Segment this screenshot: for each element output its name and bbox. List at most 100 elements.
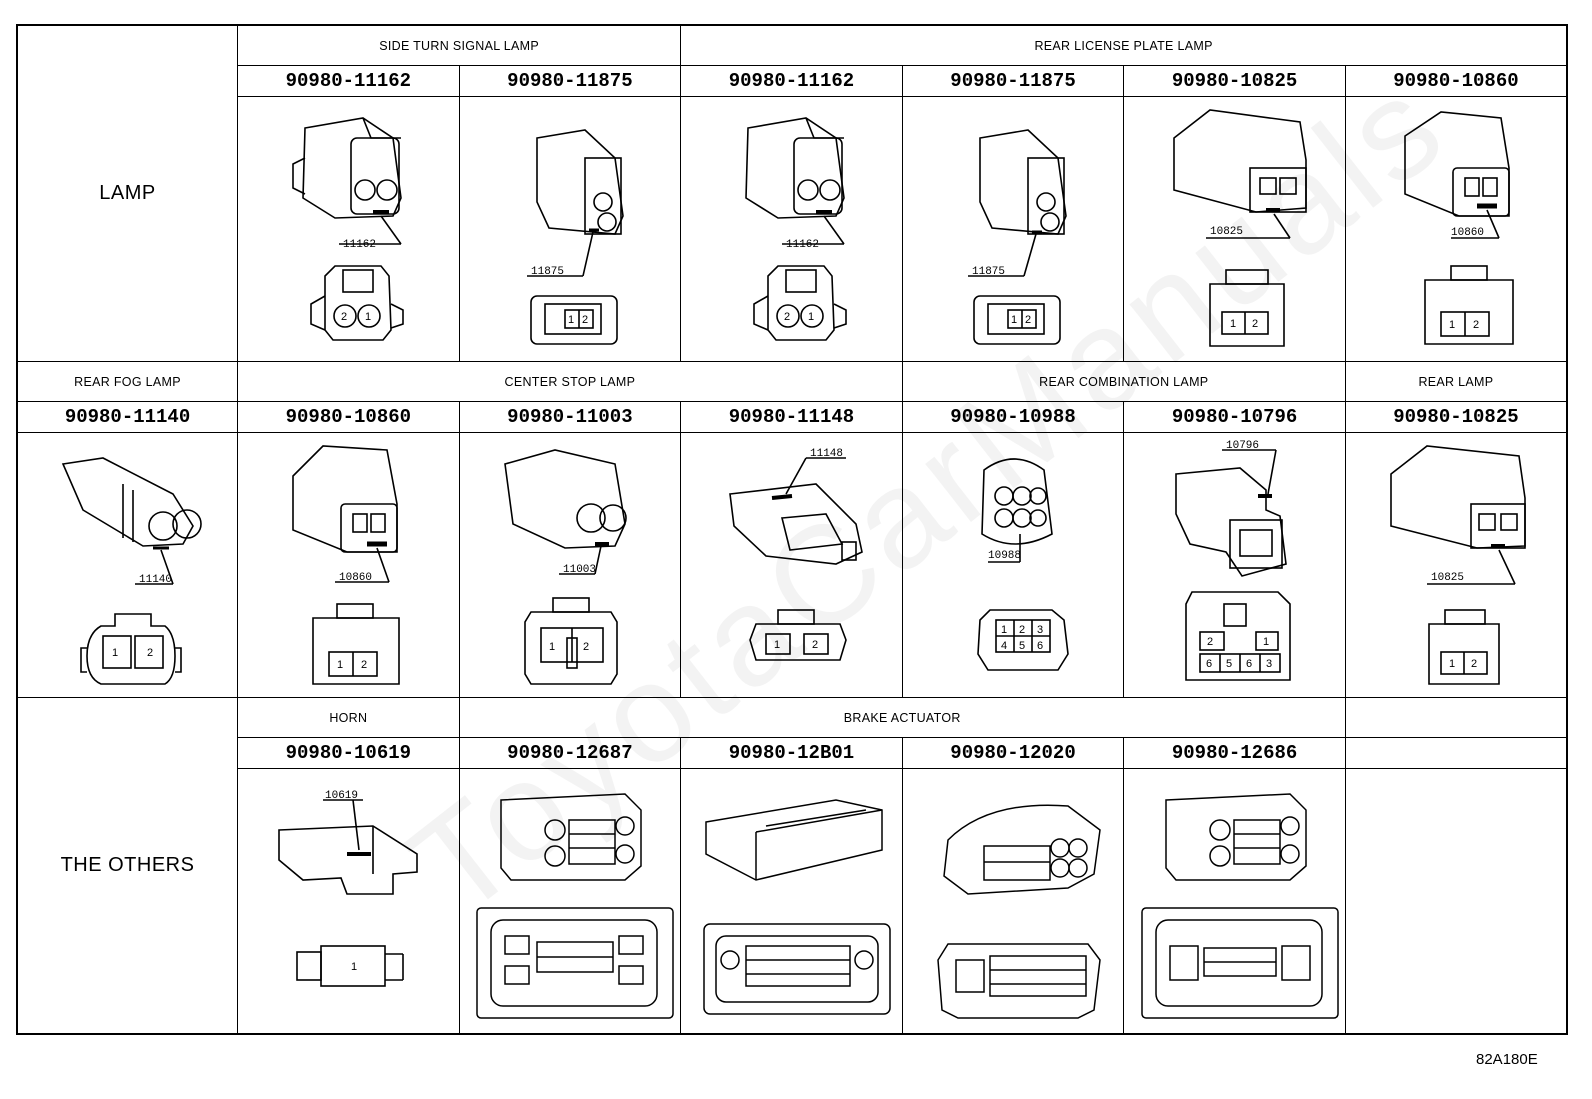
pin-label: 1 xyxy=(1449,658,1455,670)
pin-label: 6 xyxy=(1206,658,1212,670)
pin-label: 1 xyxy=(112,647,118,659)
pin-label: 1 xyxy=(1001,624,1007,636)
connector-drawing-11162: 11162 2 1 xyxy=(292,117,405,341)
pin-label: 2 xyxy=(582,314,588,326)
pin-label: 2 xyxy=(1473,319,1479,331)
connector-cell xyxy=(1123,768,1346,1035)
pin-label: 5 xyxy=(1226,658,1232,670)
connector-drawing-10825: 10825 1 2 xyxy=(1390,445,1526,685)
connector-drawing-12020 xyxy=(937,804,1101,1019)
group-rear-license-plate-lamp: REAR LICENSE PLATE LAMP xyxy=(680,24,1568,66)
callout-label: 10825 xyxy=(1431,572,1464,584)
pin-label: 1 xyxy=(1263,636,1269,648)
connector-sheet: LAMP SIDE TURN SIGNAL LAMP REAR LICENSE … xyxy=(16,24,1568,1035)
part-number: 90980-10619 xyxy=(237,737,460,769)
pin-label: 1 xyxy=(1011,314,1017,326)
connector-cell: 11162 2 1 xyxy=(680,96,903,362)
callout-label: 10796 xyxy=(1226,440,1259,452)
pin-label: 2 xyxy=(583,641,589,653)
connector-drawing-10619: 10619 1 xyxy=(278,790,419,987)
connector-cell: 11140 1 2 xyxy=(16,432,239,698)
pin-label: 2 xyxy=(784,311,790,323)
part-number: 90980-12687 xyxy=(458,737,682,769)
pin-label: 1 xyxy=(365,311,371,323)
empty-cell xyxy=(1344,697,1568,738)
pin-label: 2 xyxy=(812,639,818,651)
part-number: 90980-11003 xyxy=(458,401,682,433)
connector-drawing-11003: 11003 1 2 xyxy=(504,449,627,685)
pin-label: 1 xyxy=(337,659,343,671)
connector-drawing-10860: 10860 1 2 xyxy=(1404,111,1514,345)
part-number: 90980-11148 xyxy=(680,401,903,433)
pin-label: 6 xyxy=(1246,658,1252,670)
connector-cell: 11875 1 2 xyxy=(901,96,1125,362)
group-rear-fog-lamp: REAR FOG LAMP xyxy=(16,361,239,402)
callout-label: 10988 xyxy=(988,550,1021,562)
part-number: 90980-11875 xyxy=(901,65,1125,97)
callout-label: 10860 xyxy=(339,572,372,584)
group-brake-actuator: BRAKE ACTUATOR xyxy=(458,697,1346,738)
part-number: 90980-10796 xyxy=(1123,401,1346,433)
pin-label: 3 xyxy=(1266,658,1272,670)
connector-drawing-11140: 11140 1 2 xyxy=(61,457,202,685)
connector-drawing-11875: 11875 1 2 xyxy=(526,129,624,345)
part-number: 90980-10825 xyxy=(1123,65,1346,97)
pin-label: 1 xyxy=(568,314,574,326)
connector-drawing-10988: 10988 1 2 3 4 5 6 xyxy=(977,458,1069,671)
callout-label: 10860 xyxy=(1451,227,1484,239)
pin-label: 2 xyxy=(341,311,347,323)
callout-label: 11140 xyxy=(139,574,172,586)
connector-cell: 10796 2 1 6 5 6 3 xyxy=(1123,432,1346,698)
part-number: 90980-11162 xyxy=(237,65,460,97)
connector-drawing-12B01 xyxy=(703,799,892,1015)
group-horn: HORN xyxy=(237,697,460,738)
connector-drawing-10825: 10825 1 2 xyxy=(1172,109,1307,347)
part-number: 90980-10860 xyxy=(237,401,460,433)
part-number: 90980-11140 xyxy=(16,401,239,433)
pin-label: 2 xyxy=(1025,314,1031,326)
connector-cell: 11162 2 1 xyxy=(237,96,460,362)
callout-label: 11875 xyxy=(972,266,1005,278)
pin-label: 5 xyxy=(1019,640,1025,652)
pin-label: 6 xyxy=(1037,640,1043,652)
part-number: 90980-10825 xyxy=(1344,401,1568,433)
pin-label: 2 xyxy=(361,659,367,671)
part-number: 90980-10988 xyxy=(901,401,1125,433)
callout-label: 11875 xyxy=(531,266,564,278)
group-center-stop-lamp: CENTER STOP LAMP xyxy=(237,361,903,402)
connector-cell xyxy=(458,768,682,1035)
callout-label: 11003 xyxy=(563,564,596,576)
pin-label: 2 xyxy=(1471,658,1477,670)
connector-cell: 10860 1 2 xyxy=(237,432,460,698)
connector-cell: 10988 1 2 3 4 5 6 xyxy=(901,432,1125,698)
pin-label: 2 xyxy=(1207,636,1213,648)
connector-drawing-10860: 10860 1 2 xyxy=(292,445,401,685)
pin-label: 2 xyxy=(1252,318,1258,330)
callout-label: 11148 xyxy=(810,448,843,460)
pin-label: 2 xyxy=(1019,624,1025,636)
connector-drawing-12687 xyxy=(476,793,674,1019)
part-number: 90980-11875 xyxy=(458,65,682,97)
part-number: 90980-12020 xyxy=(901,737,1125,769)
connector-drawing-11162: 11162 2 1 xyxy=(745,117,848,341)
pin-label: 4 xyxy=(1001,640,1007,652)
connector-cell: 11148 1 2 xyxy=(680,432,903,698)
category-lamp: LAMP xyxy=(16,24,239,362)
callout-label: 10825 xyxy=(1210,226,1243,238)
pin-label: 2 xyxy=(147,647,153,659)
callout-label: 11162 xyxy=(786,239,819,251)
group-side-turn-signal-lamp: SIDE TURN SIGNAL LAMP xyxy=(237,24,682,66)
pin-label: 1 xyxy=(351,961,357,973)
part-number: 90980-10860 xyxy=(1344,65,1568,97)
pin-label: 1 xyxy=(808,311,814,323)
group-rear-lamp: REAR LAMP xyxy=(1344,361,1568,402)
group-rear-combination-lamp: REAR COMBINATION LAMP xyxy=(901,361,1346,402)
pin-label: 3 xyxy=(1037,624,1043,636)
figure-id: 82A180E xyxy=(1476,1051,1538,1068)
connector-cell: 11875 1 2 xyxy=(458,96,682,362)
empty-cell xyxy=(1344,737,1568,769)
category-the-others: THE OTHERS xyxy=(16,697,239,1035)
pin-label: 1 xyxy=(1449,319,1455,331)
connector-table: LAMP SIDE TURN SIGNAL LAMP REAR LICENSE … xyxy=(16,24,1568,1035)
connector-cell: 10860 1 2 xyxy=(1344,96,1568,362)
